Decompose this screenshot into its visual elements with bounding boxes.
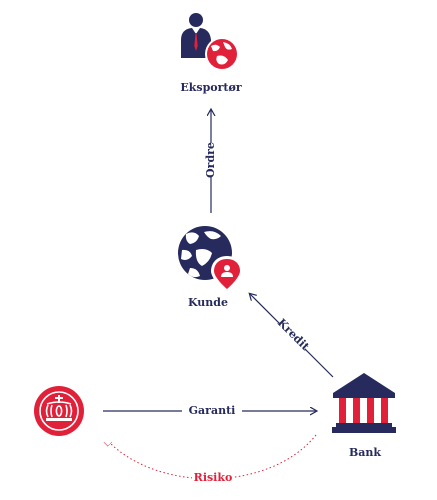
- guarantee-label: Garanti: [189, 404, 236, 417]
- guarantee-edge: Garanti: [103, 403, 316, 419]
- credit-edge: Kredit: [250, 294, 334, 378]
- customer-label: Kunde: [188, 296, 228, 309]
- order-label: Ordre: [204, 142, 217, 178]
- exporter-node: Eksportør: [180, 13, 242, 94]
- globe-location-pin-icon: [178, 226, 243, 293]
- risk-arrow: [110, 434, 317, 480]
- exporter-person-globe-icon: [181, 13, 239, 71]
- risk-edge: Risiko: [110, 434, 317, 486]
- risk-label: Risiko: [194, 471, 233, 484]
- bank-node: Bank: [332, 373, 396, 459]
- order-edge: Ordre: [204, 110, 218, 213]
- crown-seal-icon: [34, 386, 84, 436]
- bank-label: Bank: [349, 446, 381, 459]
- guarantor-node: [34, 386, 84, 436]
- bank-building-icon: [332, 373, 396, 433]
- exporter-label: Eksportør: [180, 81, 241, 94]
- credit-label: Kredit: [275, 316, 313, 354]
- customer-node: Kunde: [178, 226, 243, 309]
